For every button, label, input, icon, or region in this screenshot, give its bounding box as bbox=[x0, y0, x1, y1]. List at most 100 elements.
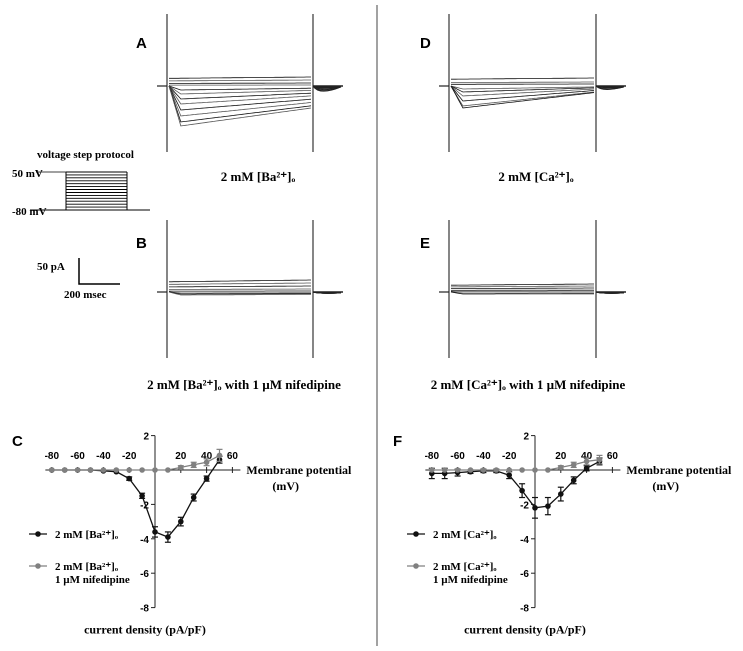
tail-current bbox=[312, 291, 342, 294]
x-tick-label: 20 bbox=[555, 451, 567, 462]
data-point bbox=[126, 475, 132, 482]
current-traces-ca bbox=[439, 14, 626, 152]
data-point bbox=[165, 534, 171, 540]
current-trace bbox=[168, 291, 311, 296]
current-trace bbox=[450, 85, 595, 102]
panel-label-c: C bbox=[12, 433, 23, 450]
x-tick-label: -80 bbox=[45, 451, 60, 462]
data-point bbox=[545, 467, 551, 473]
x-tick-label: -60 bbox=[450, 451, 465, 462]
data-point bbox=[178, 464, 184, 471]
data-point bbox=[126, 467, 132, 473]
legend-label-line2: 1 µM nifedipine bbox=[55, 574, 130, 586]
data-point bbox=[519, 487, 525, 494]
condition-label-a: 2 mM [Ba²⁺]ₒ bbox=[221, 169, 296, 184]
legend-marker bbox=[35, 531, 41, 537]
condition-label-e: 2 mM [Ca²⁺]ₒ with 1 µM nifedipine bbox=[431, 377, 626, 392]
current-trace bbox=[450, 85, 595, 109]
current-trace bbox=[450, 291, 594, 294]
data-point bbox=[139, 493, 145, 499]
scale-bar-time-label: 200 msec bbox=[64, 289, 107, 301]
condition-label-d: 2 mM [Ca²⁺]ₒ bbox=[498, 169, 573, 184]
y-tick-label: 2 bbox=[143, 432, 149, 443]
data-point bbox=[203, 475, 210, 482]
scale-bar-current-label: 50 pA bbox=[37, 261, 65, 273]
data-point bbox=[100, 467, 107, 473]
current-trace bbox=[450, 85, 595, 93]
current-trace bbox=[451, 285, 594, 288]
panel-label-d: D bbox=[420, 35, 431, 52]
data-point bbox=[190, 494, 197, 501]
current-trace bbox=[451, 283, 594, 286]
x-tick-label: -20 bbox=[122, 451, 137, 462]
x-tick-label: 20 bbox=[175, 451, 187, 462]
current-trace bbox=[451, 287, 594, 290]
data-point bbox=[506, 472, 512, 478]
data-point bbox=[519, 467, 525, 473]
data-point bbox=[178, 518, 184, 525]
y-tick-label: -8 bbox=[520, 604, 529, 615]
current-traces-ba bbox=[157, 14, 343, 152]
data-point bbox=[61, 467, 68, 473]
current-trace bbox=[168, 282, 311, 285]
data-point bbox=[558, 491, 564, 497]
legend-label: 2 mM [Ca²⁺]ₒ bbox=[433, 561, 497, 573]
current-trace bbox=[168, 291, 311, 295]
legend-label: 2 mM [Ba²⁺]ₒ bbox=[55, 561, 118, 573]
x-axis-label: Membrane potential bbox=[246, 463, 352, 477]
data-point bbox=[74, 467, 81, 473]
x-tick-label: -40 bbox=[476, 451, 491, 462]
current-trace bbox=[169, 79, 311, 82]
data-point bbox=[583, 458, 590, 465]
current-trace bbox=[168, 85, 312, 111]
panel-label-a: A bbox=[136, 35, 147, 52]
current-trace bbox=[168, 85, 311, 91]
data-point bbox=[480, 467, 487, 473]
current-trace bbox=[450, 85, 594, 90]
x-tick-label: 60 bbox=[227, 451, 239, 462]
data-point bbox=[570, 477, 577, 484]
x-tick-label: 40 bbox=[581, 451, 593, 462]
legend-marker bbox=[413, 531, 419, 537]
legend-label: 2 mM [Ba²⁺]ₒ bbox=[55, 529, 118, 541]
data-point bbox=[190, 462, 197, 468]
current-traces-ca-nifedipine bbox=[439, 220, 626, 358]
current-trace bbox=[450, 85, 595, 107]
y-tick-label: 2 bbox=[523, 432, 529, 443]
current-trace bbox=[169, 285, 311, 288]
data-point bbox=[454, 467, 461, 473]
panel-label-e: E bbox=[420, 235, 430, 252]
current-trace bbox=[168, 82, 311, 84]
protocol-bottom-label: -80 mV bbox=[12, 206, 47, 218]
legend-marker bbox=[413, 563, 419, 569]
data-point bbox=[139, 467, 145, 473]
current-trace bbox=[451, 77, 594, 80]
data-point bbox=[596, 456, 603, 463]
protocol-diagram bbox=[30, 171, 150, 211]
data-point bbox=[216, 452, 223, 459]
y-tick-label: -2 bbox=[520, 500, 529, 511]
panel-label-f: F bbox=[393, 433, 402, 450]
x-tick-label: -40 bbox=[96, 451, 111, 462]
y-tick-label: -8 bbox=[140, 604, 149, 615]
legend-label: 2 mM [Ca²⁺]ₒ bbox=[433, 529, 497, 541]
data-point bbox=[558, 464, 564, 471]
data-point bbox=[152, 467, 158, 473]
x-tick-label: -20 bbox=[502, 451, 517, 462]
data-point bbox=[467, 467, 474, 473]
y-tick-label: -4 bbox=[140, 535, 149, 546]
data-point bbox=[49, 467, 55, 473]
y-tick-label: -2 bbox=[140, 500, 149, 511]
data-point bbox=[532, 467, 538, 473]
data-point bbox=[113, 467, 120, 473]
y-tick-label: -6 bbox=[520, 569, 529, 580]
x-tick-label: -60 bbox=[70, 451, 85, 462]
current-trace bbox=[169, 76, 311, 79]
current-trace bbox=[168, 85, 312, 95]
current-trace bbox=[168, 291, 311, 294]
data-point bbox=[545, 503, 551, 509]
tail-current bbox=[312, 85, 342, 92]
current-trace bbox=[168, 85, 312, 127]
